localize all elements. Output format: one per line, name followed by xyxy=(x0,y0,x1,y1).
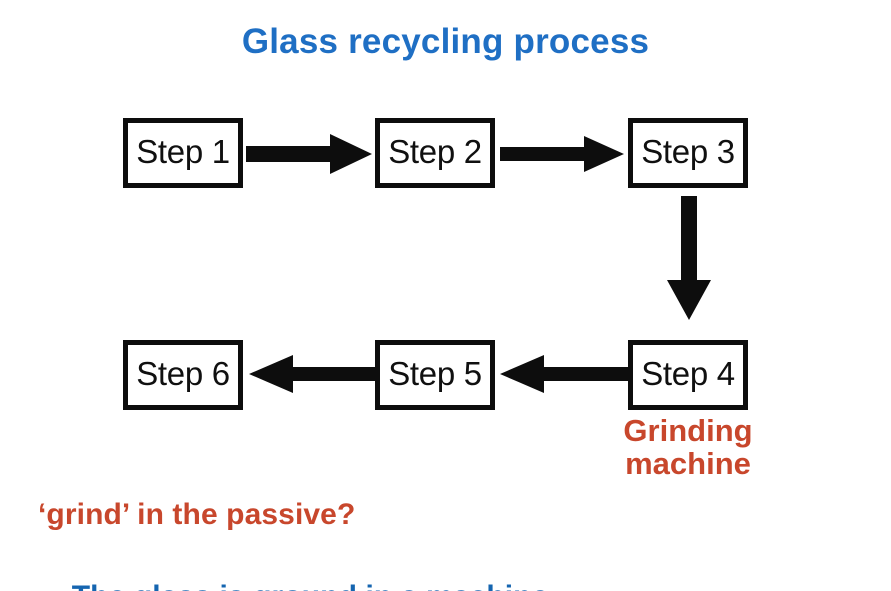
flow-box-step5[interactable]: Step 5 xyxy=(375,340,495,410)
flow-box-step2[interactable]: Step 2 xyxy=(375,118,495,188)
answer-text-after: in a machine. xyxy=(357,580,557,591)
flow-box-step3-label: Step 3 xyxy=(641,132,735,170)
arrow-left-icon-step4-step5 xyxy=(500,352,628,396)
page-title: Glass recycling process xyxy=(241,22,650,61)
flow-box-step3[interactable]: Step 3 xyxy=(628,118,748,188)
arrow-left-icon-step5-step6 xyxy=(249,352,377,396)
answer-text-underlined: is ground xyxy=(219,580,357,591)
answer-text-before: The glass xyxy=(72,580,220,591)
passive-answer-text: The glass is ground in a machine. xyxy=(38,546,557,591)
grinding-machine-caption: Grinding machine xyxy=(588,414,788,481)
arrow-right-icon-step1-step2 xyxy=(246,132,372,176)
flow-box-step2-label: Step 2 xyxy=(388,132,482,170)
flow-box-step4[interactable]: Step 4 xyxy=(628,340,748,410)
flow-box-step4-label: Step 4 xyxy=(641,354,735,392)
flow-box-step5-label: Step 5 xyxy=(388,354,482,392)
grinding-machine-line1: Grinding xyxy=(623,413,753,448)
flow-box-step1[interactable]: Step 1 xyxy=(123,118,243,188)
arrow-down-icon-step3-step4 xyxy=(663,196,715,320)
grinding-machine-line2: machine xyxy=(625,446,751,482)
flow-box-step1-label: Step 1 xyxy=(136,132,230,170)
passive-question-text: ‘grind’ in the passive? xyxy=(38,498,356,531)
flow-box-step6[interactable]: Step 6 xyxy=(123,340,243,410)
flow-box-step6-label: Step 6 xyxy=(136,354,230,392)
arrow-right-icon-step2-step3 xyxy=(500,134,624,174)
